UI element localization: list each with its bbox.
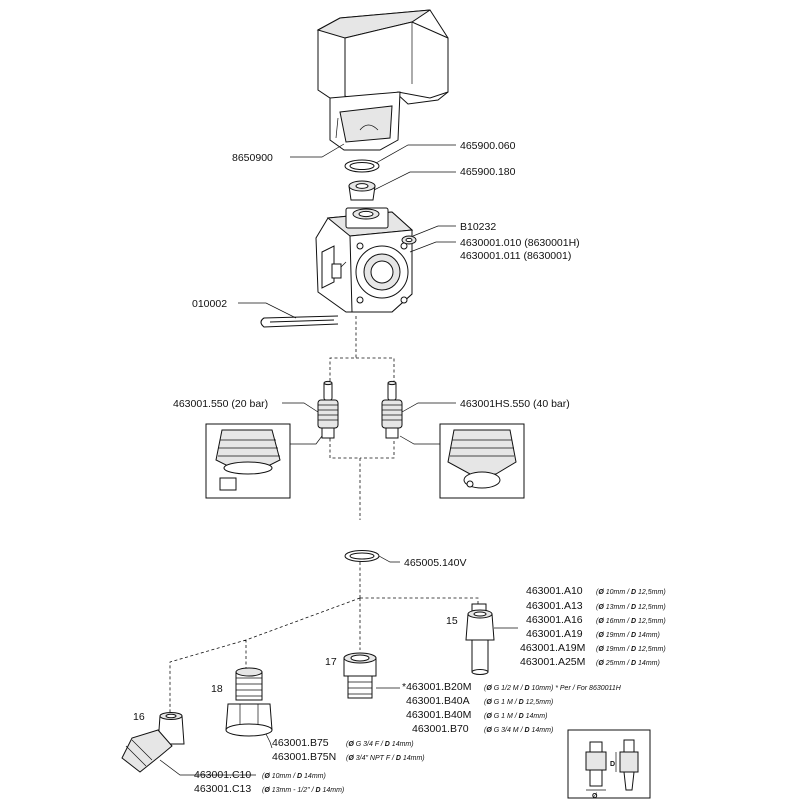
nut-b10232	[401, 235, 417, 245]
g15-code-1: 463001.A13	[526, 600, 583, 612]
group-15-number: 15	[446, 615, 458, 627]
svg-text:(Ø 13mm / D 12,5mm): (Ø 13mm / D 12,5mm)	[596, 604, 666, 611]
leader-463001-550	[282, 402, 319, 413]
leader-465900-180	[373, 171, 456, 191]
piston-463001hs-550	[381, 380, 403, 439]
g15-code-5: 463001.A25M	[520, 656, 585, 668]
leader-4630001	[409, 241, 456, 253]
svg-text:(Ø 10mm / D 14mm): (Ø 10mm / D 14mm)	[262, 773, 326, 780]
svg-text:463001.A19: 463001.A19	[526, 628, 583, 640]
svg-text:463001.A13: 463001.A13	[526, 600, 583, 612]
svg-text:(Ø G 1 M / D 14mm): (Ø G 1 M / D 14mm)	[484, 713, 547, 720]
leader-b10232	[412, 225, 456, 237]
g17-code-1: 463001.B40A	[406, 695, 470, 707]
label-463001hs-550: 463001HS.550 (40 bar)	[460, 398, 570, 410]
connector-17	[343, 652, 377, 699]
svg-text:463001.B40A: 463001.B40A	[406, 695, 470, 707]
svg-text:(Ø 3/4" NPT F / D 14mm): (Ø 3/4" NPT F / D 14mm)	[346, 755, 425, 762]
svg-text:(Ø G 3/4 F / D 14mm): (Ø G 3/4 F / D 14mm)	[346, 741, 414, 748]
inset-d-symbol: D	[610, 761, 615, 768]
detail-box-left	[205, 423, 291, 499]
o-ring-465900-060	[344, 159, 380, 173]
label-465900-180: 465900.180	[460, 166, 516, 178]
label-b10232: B10232	[460, 221, 496, 233]
o-ring-465005-140v	[344, 550, 380, 562]
svg-text:*463001.B20M: *463001.B20M	[402, 681, 471, 693]
svg-text:463001.B70: 463001.B70	[412, 723, 469, 735]
connector-18	[225, 667, 273, 737]
g15-code-0: 463001.A10	[526, 585, 583, 597]
group-15-list: 463001.A10 (Ø 10mm / D 12,5mm) 463001.A1…	[520, 585, 666, 668]
leader-010002	[238, 302, 297, 319]
group-18-list: 463001.B75 (Ø G 3/4 F / D 14mm) 463001.B…	[272, 737, 425, 763]
leader-463001hs-550	[401, 402, 456, 413]
group-17-list: *463001.B20M (Ø G 1/2 M / D 10mm) * Per …	[402, 681, 622, 735]
svg-text:(Ø 25mm / D 14mm): (Ø 25mm / D 14mm)	[596, 660, 660, 667]
leader-8650900	[290, 143, 345, 158]
clip-010002	[260, 315, 339, 328]
svg-text:(Ø 16mm / D 12,5mm): (Ø 16mm / D 12,5mm)	[596, 618, 666, 625]
label-465005-140v: 465005.140V	[404, 557, 466, 569]
group-16-list: 463001.C10 (Ø 10mm / D 14mm) 463001.C13 …	[194, 769, 344, 795]
svg-text:(Ø G 1 M / D 12,5mm): (Ø G 1 M / D 12,5mm)	[484, 699, 553, 706]
svg-text:(Ø 19mm / D 12,5mm): (Ø 19mm / D 12,5mm)	[596, 646, 666, 653]
g16-code-1: 463001.C13	[194, 783, 251, 795]
detail-right-connector	[399, 435, 440, 445]
svg-text:(Ø G 1/2 M / D 10mm) * Per / F: (Ø G 1/2 M / D 10mm) * Per / For 8630011…	[484, 685, 622, 692]
svg-text:463001.C10: 463001.C10	[194, 769, 251, 781]
group-16-number: 16	[133, 711, 145, 723]
svg-text:463001.A25M: 463001.A25M	[520, 656, 585, 668]
valve-body	[315, 207, 414, 313]
g18-code-1: 463001.B75N	[272, 751, 336, 763]
detail-box-right	[439, 423, 525, 499]
dashed-distribution	[169, 562, 479, 712]
svg-text:463001.C13: 463001.C13	[194, 783, 251, 795]
svg-text:463001.B40M: 463001.B40M	[406, 709, 471, 721]
connector-16-elbow	[121, 712, 185, 773]
svg-text:(Ø G 3/4 M / D 14mm): (Ø G 3/4 M / D 14mm)	[484, 727, 553, 734]
leader-group-16	[159, 759, 256, 776]
g15-code-4: 463001.A19M	[520, 642, 585, 654]
svg-text:(Ø 13mm - 1/2" / D 14mm): (Ø 13mm - 1/2" / D 14mm)	[262, 787, 344, 794]
svg-text:463001.A19M: 463001.A19M	[520, 642, 585, 654]
detail-left-connector	[290, 435, 323, 445]
g16-code-0: 463001.C10	[194, 769, 251, 781]
g15-code-3: 463001.A19	[526, 628, 583, 640]
group-17-number: 17	[325, 656, 337, 668]
label-463001-550: 463001.550 (20 bar)	[173, 398, 268, 410]
leader-465900-060	[375, 144, 456, 164]
g17-code-2: 463001.B40M	[406, 709, 471, 721]
leader-465005-140v	[378, 555, 400, 563]
g17-code-3: 463001.B70	[412, 723, 469, 735]
group-18-number: 18	[211, 683, 223, 695]
label-465900-060: 465900.060	[460, 140, 516, 152]
leader-group-18	[265, 733, 273, 749]
dimension-inset: Ø D	[567, 729, 651, 800]
g15-code-2: 463001.A16	[526, 614, 583, 626]
label-010002: 010002	[192, 298, 227, 310]
connector-15	[465, 603, 495, 675]
bushing-465900-180	[348, 180, 376, 201]
label-4630001-010: 4630001.010 (8630001H)	[460, 237, 580, 249]
g18-code-0: 463001.B75	[272, 737, 329, 749]
piston-463001-550	[317, 380, 339, 439]
svg-text:(Ø 10mm / D 12,5mm): (Ø 10mm / D 12,5mm)	[596, 589, 666, 596]
svg-text:(Ø 19mm / D 14mm): (Ø 19mm / D 14mm)	[596, 632, 660, 639]
svg-text:463001.A16: 463001.A16	[526, 614, 583, 626]
inset-o-symbol: Ø	[592, 793, 598, 800]
svg-text:463001.B75: 463001.B75	[272, 737, 329, 749]
svg-text:463001.A10: 463001.A10	[526, 585, 583, 597]
actuator-housing	[316, 9, 449, 151]
label-8650900: 8650900	[232, 152, 273, 164]
label-4630001-011: 4630001.011 (8630001)	[460, 250, 571, 262]
g17-code-0: *463001.B20M	[402, 681, 471, 693]
svg-text:463001.B75N: 463001.B75N	[272, 751, 336, 763]
